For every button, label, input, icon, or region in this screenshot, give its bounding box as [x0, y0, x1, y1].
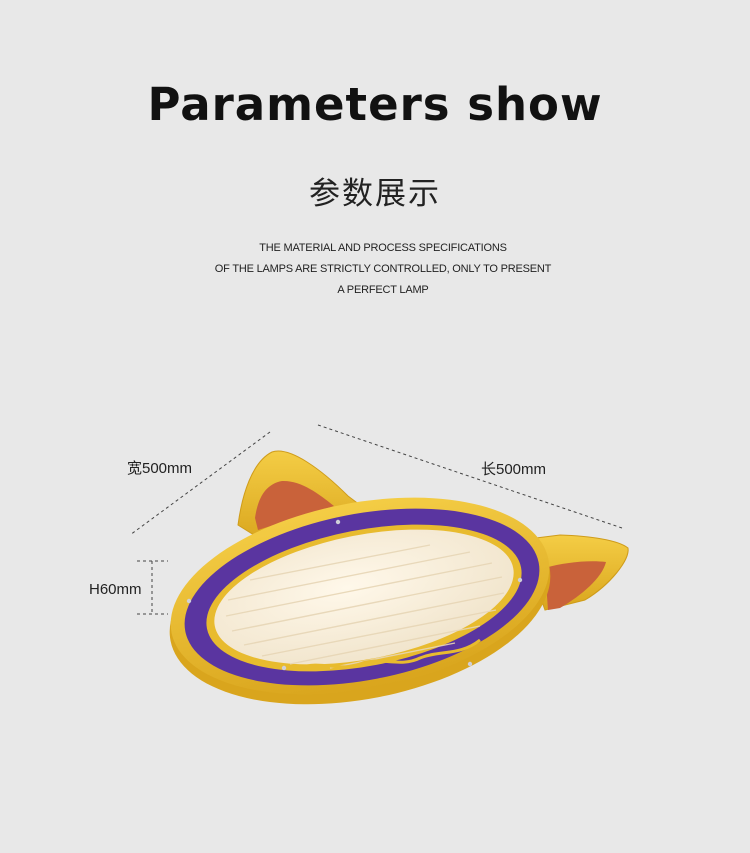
left-ear [237, 450, 361, 546]
page-subtitle: 参数展示 [309, 176, 441, 212]
length-dimension-label: 长500mm [481, 461, 547, 478]
description-line: THE MATERIAL AND PROCESS SPECIFICATIONS [259, 242, 507, 254]
screw-icon [467, 661, 473, 667]
screw-icon [186, 598, 192, 604]
lamp-illustration [129, 424, 629, 705]
height-dimension-label: H60mm [89, 581, 142, 598]
diffuser-wave [299, 638, 481, 670]
screw-icon [281, 665, 287, 671]
dimension-lines [129, 424, 623, 615]
width-dimension-line [129, 431, 271, 536]
width-dimension-label: 宽500mm [127, 460, 193, 477]
description-line: OF THE LAMPS ARE STRICTLY CONTROLLED, ON… [214, 263, 552, 275]
description-block: THE MATERIAL AND PROCESS SPECIFICATIONS … [0, 238, 750, 301]
mounting-screws [186, 519, 523, 671]
screw-icon [517, 577, 523, 583]
diffuser-panel [214, 529, 514, 665]
screw-icon [335, 519, 341, 525]
diffuser-stripes [225, 544, 505, 669]
page-title: Parameters show [147, 78, 603, 131]
description-line: A PERFECT LAMP [337, 284, 429, 296]
